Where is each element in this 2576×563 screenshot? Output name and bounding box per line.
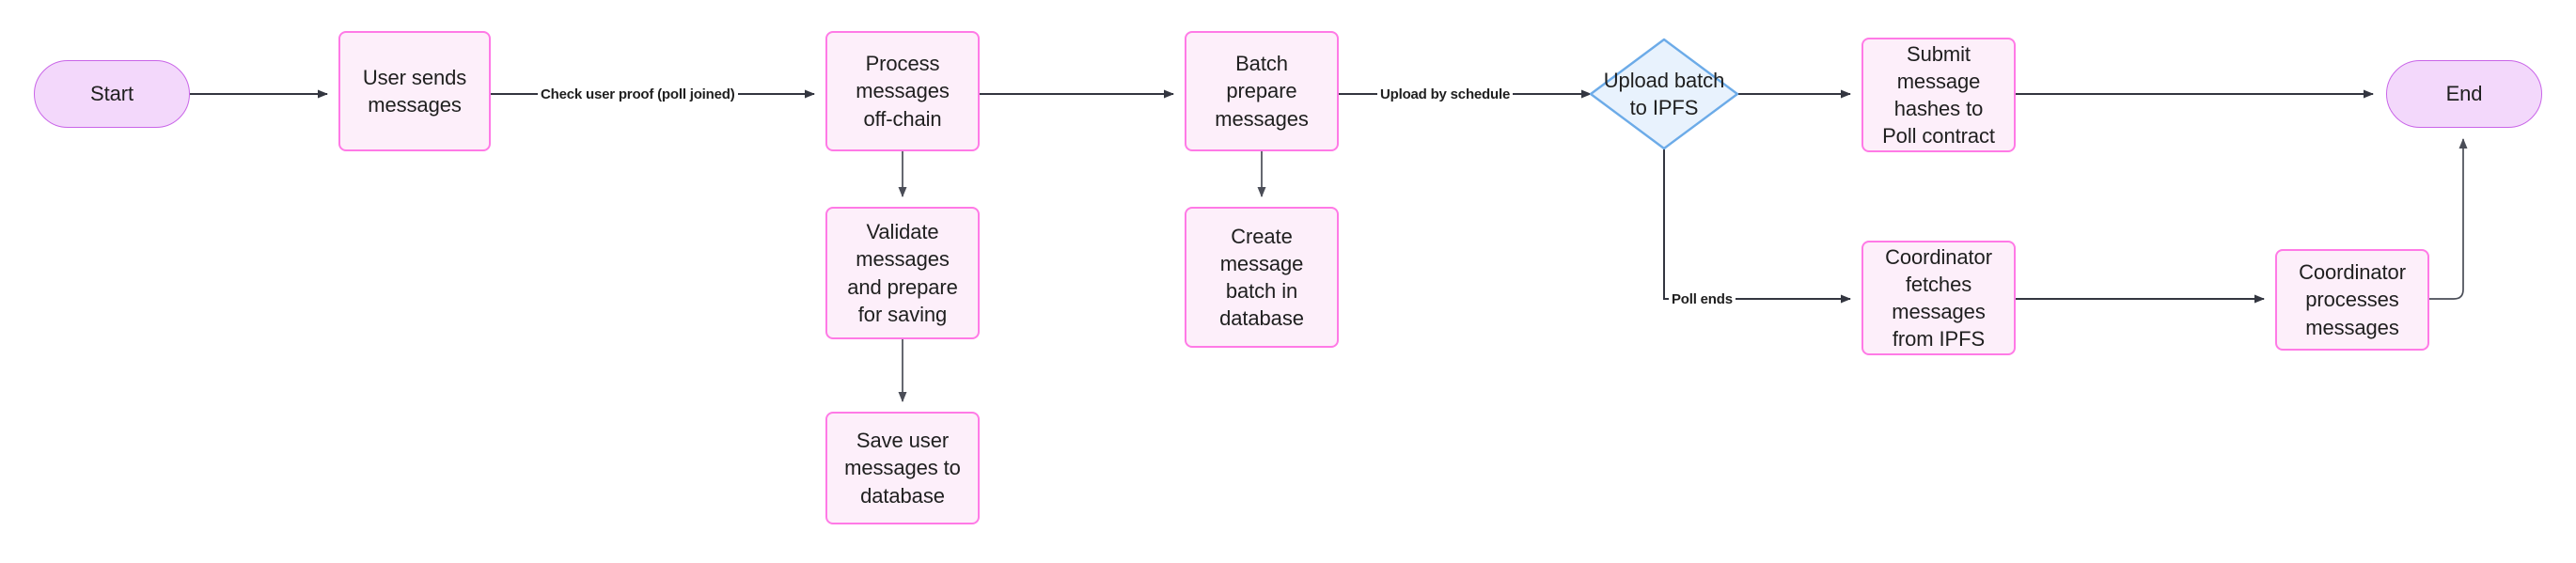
node-batch-prepare-messages[interactable]: Batch prepare messages: [1185, 31, 1339, 151]
node-coordinator-processes-messages-label: Coordinator processes messages: [2299, 260, 2406, 339]
node-start-label: Start: [90, 82, 134, 106]
diamond-shape: [1589, 38, 1739, 150]
node-upload-batch-to-ipfs[interactable]: Upload batch to IPFS: [1589, 38, 1739, 150]
edge-label-check-user-proof: Check user proof (poll joined): [538, 86, 738, 103]
node-user-sends-messages-label: User sends messages: [362, 65, 467, 117]
node-validate-messages-label: Validate messages and prepare for saving: [847, 220, 958, 326]
node-create-message-batch[interactable]: Create message batch in database: [1185, 207, 1339, 348]
node-batch-prepare-messages-label: Batch prepare messages: [1215, 52, 1309, 131]
node-save-user-messages[interactable]: Save user messages to database: [825, 412, 980, 524]
node-end-label: End: [2445, 82, 2483, 106]
edge-coord-process-to-end: [2429, 138, 2468, 300]
node-submit-message-hashes[interactable]: Submit message hashes to Poll contract: [1861, 38, 2016, 152]
node-start[interactable]: Start: [34, 60, 190, 128]
node-coordinator-fetches-messages-label: Coordinator fetches messages from IPFS: [1885, 244, 1992, 352]
node-process-messages-offchain[interactable]: Process messages off-chain: [825, 31, 980, 151]
node-upload-batch-to-ipfs-label: Upload batch to IPFS: [1603, 68, 1725, 119]
edge-label-upload-by-schedule: Upload by schedule: [1377, 86, 1514, 103]
node-submit-message-hashes-label: Submit message hashes to Poll contract: [1882, 41, 1995, 149]
node-create-message-batch-label: Create message batch in database: [1219, 224, 1304, 331]
node-user-sends-messages[interactable]: User sends messages: [338, 31, 491, 151]
node-save-user-messages-label: Save user messages to database: [844, 429, 961, 508]
node-validate-messages[interactable]: Validate messages and prepare for saving: [825, 207, 980, 339]
edge-upload-to-coord-fetch: [1663, 149, 1851, 304]
edge-label-poll-ends: Poll ends: [1669, 290, 1736, 308]
node-coordinator-fetches-messages[interactable]: Coordinator fetches messages from IPFS: [1861, 241, 2016, 355]
node-end[interactable]: End: [2386, 60, 2542, 128]
node-process-messages-offchain-label: Process messages off-chain: [856, 52, 950, 131]
node-coordinator-processes-messages[interactable]: Coordinator processes messages: [2275, 249, 2429, 351]
